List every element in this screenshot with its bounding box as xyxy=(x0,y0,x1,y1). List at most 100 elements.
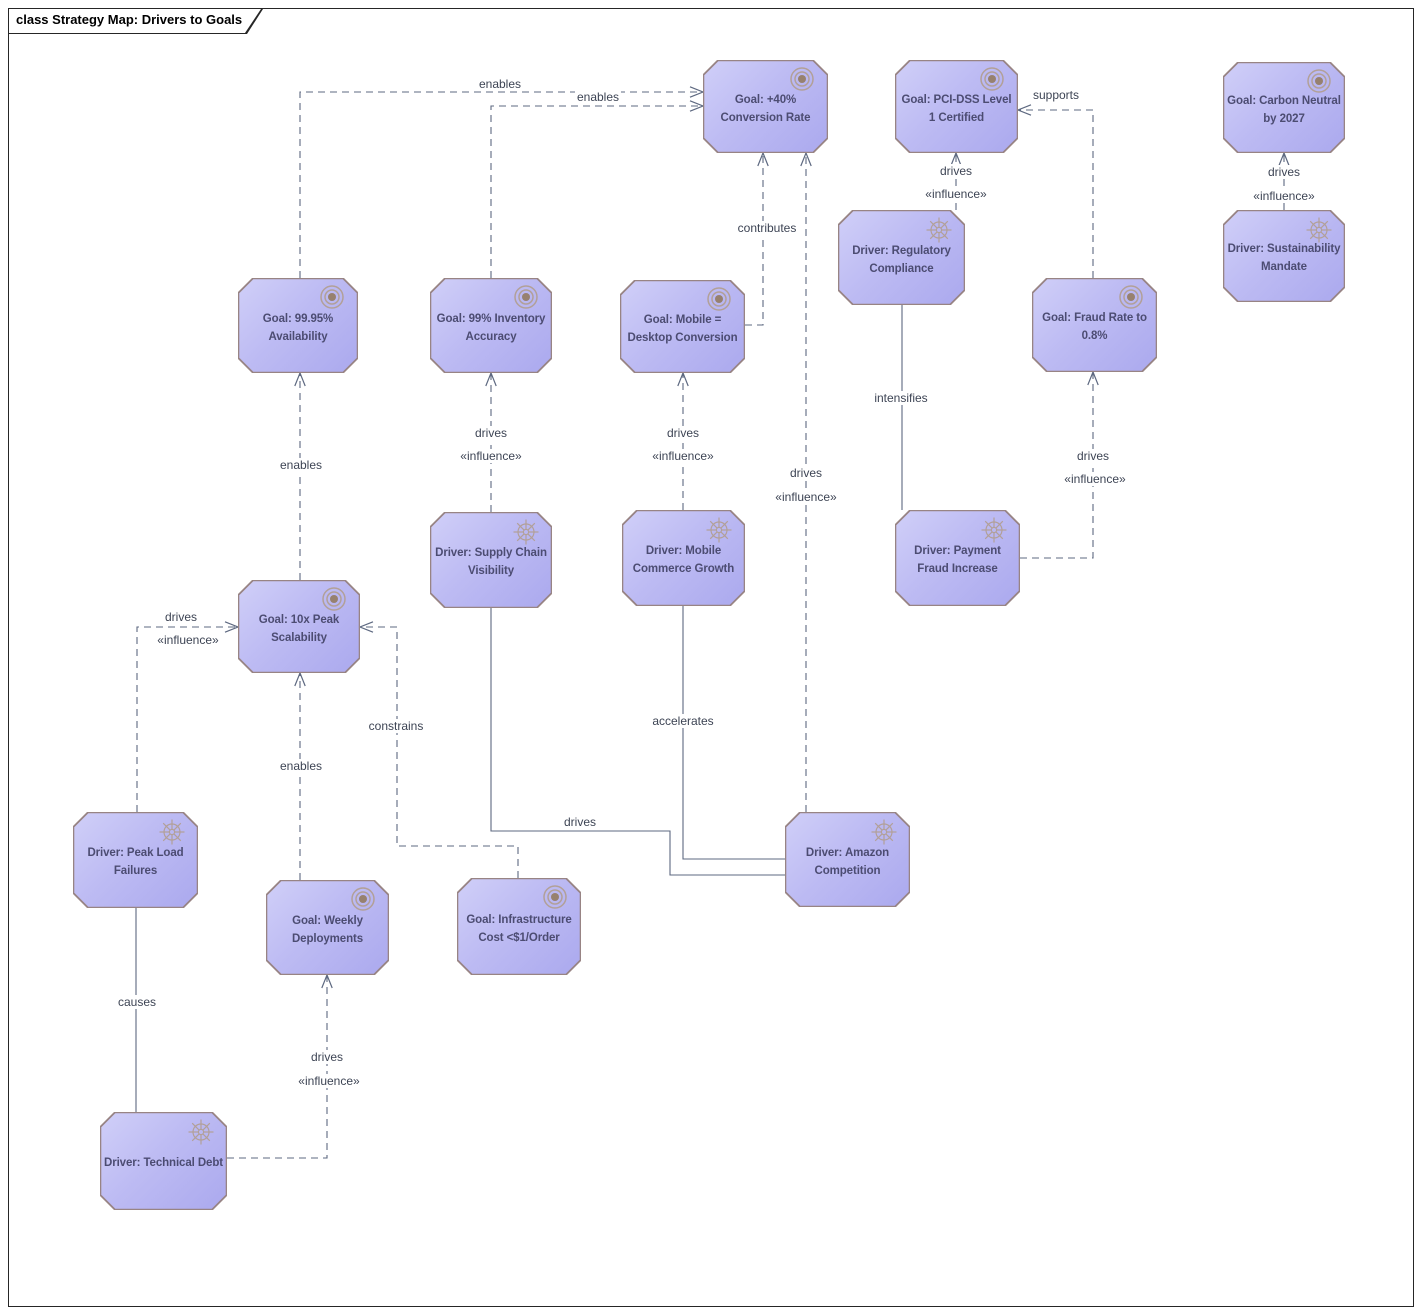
goal-target-icon xyxy=(351,887,375,911)
node-goal-availability[interactable]: Goal: 99.95% Availability xyxy=(238,278,358,373)
open-arrowhead-icon xyxy=(321,973,333,989)
driver-wheel-icon xyxy=(513,519,539,545)
node-goal-carbon[interactable]: Goal: Carbon Neutral by 2027 xyxy=(1223,62,1345,153)
open-arrowhead-icon xyxy=(1016,104,1032,116)
driver-wheel-icon xyxy=(1306,217,1332,243)
edge-mobilecommerce-amazon[interactable] xyxy=(682,606,785,860)
node-body xyxy=(101,1113,225,1208)
edge-label-peakload-scalability-0: drives xyxy=(162,610,200,624)
node-body xyxy=(239,279,356,371)
edge-mobiledesktop-conversion[interactable] xyxy=(745,151,769,326)
edge-infracost-scalability[interactable] xyxy=(358,621,519,878)
open-arrowhead-icon xyxy=(677,371,689,387)
edge-label-regulatory-pcidss-1: «influence» xyxy=(923,187,989,201)
edge-inventory-conversion[interactable] xyxy=(490,100,705,278)
edge-label-peakload-scalability-1: «influence» xyxy=(155,633,221,647)
node-body xyxy=(623,511,743,604)
node-label: Driver: Amazon Competition xyxy=(805,846,890,877)
edge-label-mobilecommerce-mobiledesktop-1: «influence» xyxy=(650,449,716,463)
edge-amazon-conversion[interactable] xyxy=(800,151,812,812)
node-goal-inventory[interactable]: Goal: 99% Inventory Accuracy xyxy=(430,278,552,373)
node-goal-weekly[interactable]: Goal: Weekly Deployments xyxy=(266,880,389,975)
diagram-title-tab: class Strategy Map: Drivers to Goals xyxy=(9,9,263,34)
node-label: Driver: Peak Load Failures xyxy=(87,847,184,877)
edge-supplychain-inventory[interactable] xyxy=(485,371,497,512)
edge-label-inventory-conversion-0: enables xyxy=(574,90,622,104)
edge-fraudrate-pcidss[interactable] xyxy=(1016,104,1094,278)
node-goal-mobiledesktop[interactable]: Goal: Mobile = Desktop Conversion xyxy=(620,280,745,373)
node-driver-sustainability[interactable]: Driver: Sustainability Mandate xyxy=(1223,210,1345,302)
node-driver-peakload[interactable]: Driver: Peak Load Failures xyxy=(73,812,198,908)
edge-label-supplychain-inventory-0: drives xyxy=(472,426,510,440)
goal-target-icon xyxy=(543,885,567,909)
node-driver-technicaldebt[interactable]: Driver: Technical Debt xyxy=(100,1112,227,1210)
open-arrowhead-icon xyxy=(950,151,962,167)
node-body xyxy=(704,61,826,151)
open-arrowhead-icon xyxy=(800,151,812,167)
edge-label-technicaldebt-weekly-1: «influence» xyxy=(296,1074,362,1088)
goal-target-icon xyxy=(514,285,538,309)
node-body xyxy=(458,879,579,973)
node-label: Goal: PCI-DSS Level 1 Certified xyxy=(901,93,1012,124)
node-driver-regulatory[interactable]: Driver: Regulatory Compliance xyxy=(838,210,965,305)
edge-label-mobiledesktop-conversion-0: contributes xyxy=(735,221,799,235)
open-arrowhead-icon xyxy=(294,371,306,387)
driver-wheel-icon xyxy=(981,517,1007,543)
driver-wheel-icon xyxy=(706,517,732,543)
node-body xyxy=(896,61,1016,151)
edge-weekly-scalability[interactable] xyxy=(294,671,306,880)
node-label: Driver: Supply Chain Visibility xyxy=(435,547,547,577)
node-goal-pcidss[interactable]: Goal: PCI-DSS Level 1 Certified xyxy=(895,60,1018,153)
node-label: Goal: 99.95% Availability xyxy=(262,312,334,343)
node-label: Goal: Infrastructure Cost <$1/Order xyxy=(466,913,572,944)
node-label: Driver: Sustainability Mandate xyxy=(1227,243,1341,273)
node-body xyxy=(786,813,908,905)
goal-target-icon xyxy=(1119,285,1143,309)
edge-scalability-availability[interactable] xyxy=(294,371,306,580)
node-body xyxy=(431,513,550,606)
edge-regulatory-pcidss[interactable] xyxy=(950,151,962,210)
node-label: Goal: Mobile = Desktop Conversion xyxy=(627,313,738,344)
node-label: Driver: Technical Debt xyxy=(103,1157,223,1170)
edge-label-regulatory-pcidss-0: drives xyxy=(937,164,975,178)
edge-label-availability-conversion-0: enables xyxy=(476,77,524,91)
node-driver-paymentfraud[interactable]: Driver: Payment Fraud Increase xyxy=(895,510,1020,606)
edge-peakload-scalability[interactable] xyxy=(136,621,240,812)
edge-label-technicaldebt-weekly-0: drives xyxy=(308,1050,346,1064)
driver-wheel-icon xyxy=(159,819,185,845)
node-label: Driver: Regulatory Compliance xyxy=(852,244,951,275)
node-label: Goal: Carbon Neutral by 2027 xyxy=(1227,94,1341,125)
diagram-frame xyxy=(8,8,1414,1307)
node-body xyxy=(1033,279,1155,370)
edge-label-weekly-scalability-0: enables xyxy=(277,759,325,773)
edge-label-amazon-conversion-1: «influence» xyxy=(773,490,839,504)
open-arrowhead-icon xyxy=(757,151,769,167)
edge-label-amazon-conversion-0: drives xyxy=(787,466,825,480)
edge-label-sustainability-carbon-1: «influence» xyxy=(1251,189,1317,203)
edge-label-mobilecommerce-mobiledesktop-0: drives xyxy=(664,426,702,440)
node-driver-mobilecommerce[interactable]: Driver: Mobile Commerce Growth xyxy=(622,510,745,606)
edge-technicaldebt-weekly[interactable] xyxy=(227,973,333,1159)
node-goal-conversion[interactable]: Goal: +40% Conversion Rate xyxy=(703,60,828,153)
diagram-title: class Strategy Map: Drivers to Goals xyxy=(16,12,243,27)
node-driver-supplychain[interactable]: Driver: Supply Chain Visibility xyxy=(430,512,552,608)
node-goal-infracost[interactable]: Goal: Infrastructure Cost <$1/Order xyxy=(457,878,581,975)
edge-label-supplychain-inventory-1: «influence» xyxy=(458,449,524,463)
node-driver-amazon[interactable]: Driver: Amazon Competition xyxy=(785,812,910,907)
edge-paymentfraud-fraudrate[interactable] xyxy=(1020,370,1099,559)
node-body xyxy=(621,281,743,371)
edge-sustainability-carbon[interactable] xyxy=(1278,151,1290,210)
node-goal-fraudrate[interactable]: Goal: Fraud Rate to 0.8% xyxy=(1032,278,1157,372)
node-body xyxy=(431,279,550,371)
edge-availability-conversion[interactable] xyxy=(299,86,705,278)
open-arrowhead-icon xyxy=(1087,370,1099,386)
open-arrowhead-icon xyxy=(1278,151,1290,167)
node-label: Goal: +40% Conversion Rate xyxy=(720,93,811,124)
node-body xyxy=(74,813,196,906)
edge-supplychain-amazon[interactable] xyxy=(490,608,785,876)
edge-mobilecommerce-mobiledesktop[interactable] xyxy=(677,371,689,510)
node-goal-scalability[interactable]: Goal: 10x Peak Scalability xyxy=(238,580,360,673)
node-body xyxy=(896,511,1018,604)
